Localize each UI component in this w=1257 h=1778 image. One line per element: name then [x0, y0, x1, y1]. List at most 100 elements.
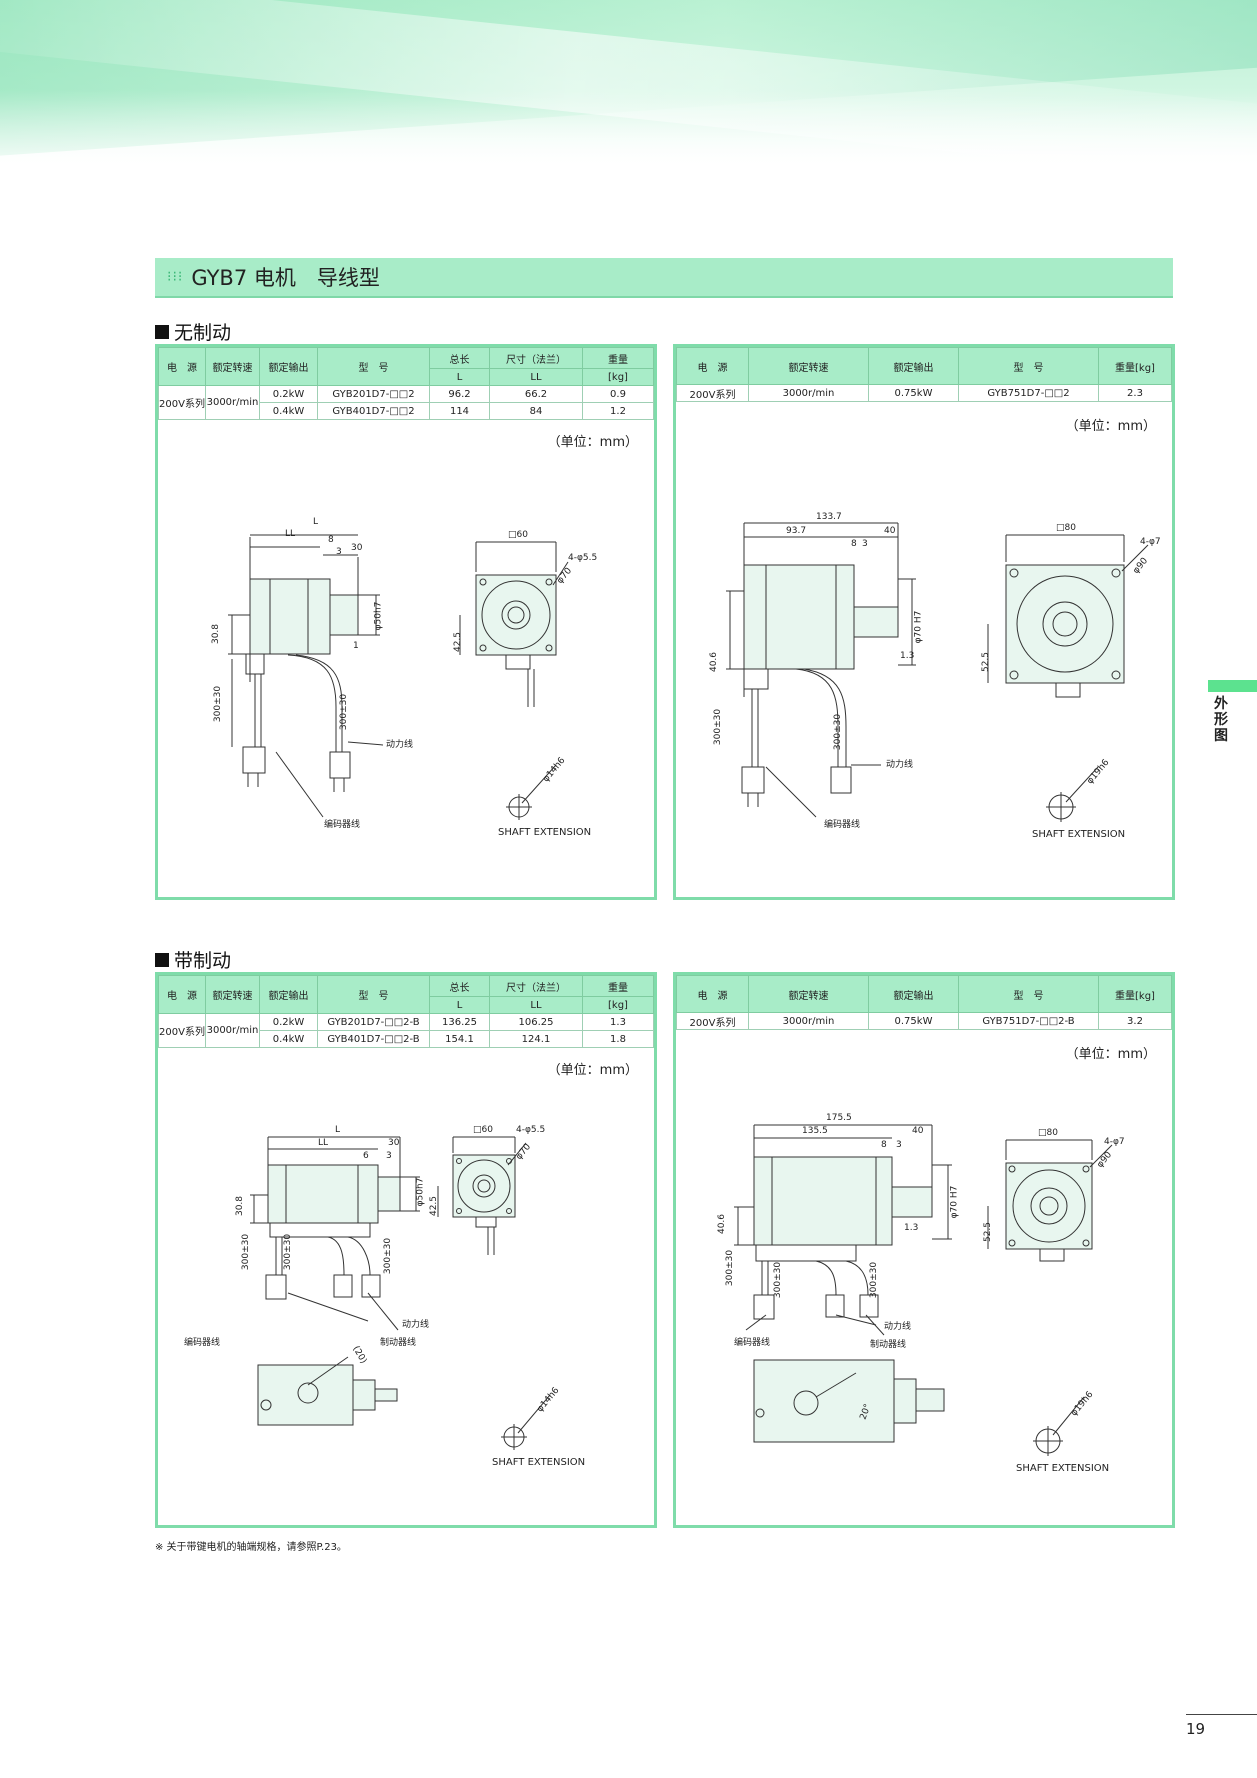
- dim-label: φ70 H7: [913, 610, 924, 644]
- table-row: 0.4kW GYB401D7-□□2-B 154.1 124.1 1.8: [159, 1030, 654, 1048]
- shaft-extension-label: SHAFT EXTENSION: [498, 827, 592, 838]
- dim-label: 4-φ5.5: [568, 553, 598, 563]
- table-cell: 114: [429, 402, 490, 420]
- dim-label: 4-φ7: [1140, 537, 1161, 547]
- table-cell: 200V系列: [676, 384, 749, 402]
- dim-label: 300±30: [773, 1261, 784, 1299]
- panel-large-brake: 电 源 额定转速 额定输出 型 号 重量[kg] 200V系列 3000r/mi…: [673, 972, 1175, 1528]
- panel-small-no-brake: 电 源 额定转速 额定输出 型 号 总长 尺寸（法兰） 重量 L LL [kg]…: [155, 344, 657, 900]
- dots-icon: ⁝⁝⁝: [167, 269, 184, 285]
- dim-label: 135.5: [802, 1126, 828, 1136]
- dim-label: 40: [884, 526, 896, 536]
- dim-label: LL: [318, 1138, 329, 1148]
- table-cell: 3000r/min: [205, 1013, 260, 1048]
- callout-label: 动力线: [386, 740, 414, 750]
- dim-label: 3: [862, 539, 868, 549]
- col-header: 型 号: [317, 347, 430, 386]
- col-header: 型 号: [958, 975, 1099, 1013]
- table-cell: 1.2: [582, 402, 654, 420]
- col-header: 尺寸（法兰）: [489, 975, 583, 997]
- callout-label: 动力线: [402, 1320, 430, 1330]
- dim-label: 300±30: [283, 1233, 294, 1271]
- unit-label: （单位：mm）: [547, 1063, 638, 1078]
- dim-label: 52.5: [981, 651, 992, 673]
- dim-label: L: [335, 1125, 341, 1135]
- col-header: 额定输出: [259, 975, 318, 1014]
- table-cell: 1.8: [582, 1030, 654, 1048]
- callout-label: 动力线: [886, 760, 914, 770]
- col-header: 额定输出: [868, 347, 959, 385]
- table-cell: 200V系列: [676, 1012, 749, 1030]
- section-title-text: 带制动: [174, 950, 232, 972]
- table-row: 0.4kW GYB401D7-□□2 114 84 1.2: [159, 402, 654, 420]
- dim-label: 300±30: [725, 1249, 736, 1287]
- dim-label: 6: [363, 1151, 369, 1161]
- spec-table-large-brake: 电 源 额定转速 额定输出 型 号 重量[kg] 200V系列 3000r/mi…: [676, 975, 1172, 1030]
- callout-label: 编码器线: [734, 1338, 771, 1348]
- section-title-text: 无制动: [174, 322, 232, 344]
- dim-label: 300±30: [869, 1261, 880, 1299]
- drawing-large-no-brake: [726, 522, 1149, 822]
- col-header: 额定转速: [748, 347, 869, 385]
- col-subheader: [kg]: [582, 368, 654, 386]
- callout-label: 制动器线: [380, 1338, 417, 1348]
- callout-label: 编码器线: [824, 820, 861, 830]
- table-cell: 3000r/min: [748, 1012, 869, 1030]
- col-header: 总长: [429, 347, 490, 369]
- table-cell: 124.1: [489, 1030, 583, 1048]
- dim-label: φ70 H7: [949, 1185, 960, 1219]
- col-subheader: L: [429, 996, 490, 1014]
- drawing-small-no-brake: [228, 534, 569, 820]
- dim-label: 300±30: [833, 713, 844, 751]
- footnote: ※ 关于带键电机的轴端规格，请参照P.23。: [155, 1542, 347, 1553]
- col-header: 额定输出: [259, 347, 318, 386]
- col-header: 型 号: [958, 347, 1099, 385]
- dim-label: 1.3: [900, 651, 915, 661]
- table-cell: 0.9: [582, 385, 654, 403]
- dim-label: 4-φ5.5: [516, 1125, 546, 1135]
- panel-large-no-brake: 电 源 额定转速 额定输出 型 号 重量[kg] 200V系列 3000r/mi…: [673, 344, 1175, 900]
- dim-label: 93.7: [786, 526, 807, 536]
- table-cell: GYB201D7-□□2-B: [317, 1013, 430, 1031]
- unit-label: （单位：mm）: [1065, 1047, 1156, 1062]
- table-cell: 136.25: [429, 1013, 490, 1031]
- dim-label: 300±30: [383, 1237, 394, 1275]
- spec-table-small-no-brake: 电 源 额定转速 额定输出 型 号 总长 尺寸（法兰） 重量 L LL [kg]…: [158, 347, 654, 420]
- dim-label: 300±30: [339, 693, 350, 731]
- col-header: 型 号: [317, 975, 430, 1014]
- side-tab-label: 外形图: [1214, 696, 1228, 744]
- col-header: 重量: [582, 347, 654, 369]
- dim-label: 4-φ7: [1104, 1137, 1125, 1147]
- spec-table-small-brake: 电 源 额定转速 额定输出 型 号 总长 尺寸（法兰） 重量 L LL [kg]…: [158, 975, 654, 1048]
- table-cell: 3.2: [1098, 1012, 1172, 1030]
- table-cell: 3000r/min: [205, 385, 260, 420]
- panel-small-brake: 电 源 额定转速 额定输出 型 号 总长 尺寸（法兰） 重量 L LL [kg]…: [155, 972, 657, 1528]
- dim-label: 3: [386, 1151, 392, 1161]
- dim-label: 30.8: [235, 1195, 246, 1217]
- dim-label: 52.5: [983, 1221, 994, 1243]
- col-header: 额定转速: [748, 975, 869, 1013]
- dim-label: 30: [351, 543, 363, 553]
- shaft-extension-label: SHAFT EXTENSION: [1032, 829, 1126, 840]
- dim-label: 42.5: [429, 1195, 440, 1217]
- unit-label: （单位：mm）: [547, 435, 638, 450]
- col-header: 重量[kg]: [1098, 347, 1172, 385]
- square-bullet-icon: [155, 952, 169, 967]
- page-number: 19: [1186, 1720, 1206, 1738]
- callout-label: 编码器线: [324, 820, 361, 830]
- col-header: 电 源: [158, 347, 206, 386]
- table-row: 200V系列 3000r/min 0.75kW GYB751D7-□□2-B 3…: [676, 1012, 1172, 1030]
- dim-label: φ50h7: [373, 601, 384, 631]
- section-title-no-brake: 无制动: [155, 318, 231, 345]
- col-subheader: LL: [489, 368, 583, 386]
- table-cell: 0.2kW: [259, 385, 318, 403]
- spec-table-large-no-brake: 电 源 额定转速 额定输出 型 号 重量[kg] 200V系列 3000r/mi…: [676, 347, 1172, 402]
- table-cell: 96.2: [429, 385, 490, 403]
- table-cell: GYB751D7-□□2: [958, 384, 1099, 402]
- dim-label: 300±30: [241, 1233, 252, 1271]
- callout-label: 制动器线: [870, 1340, 907, 1350]
- dim-label: 30.8: [211, 623, 222, 645]
- table-cell: GYB401D7-□□2-B: [317, 1030, 430, 1048]
- dim-label: □80: [1056, 523, 1076, 533]
- page-number-rule: [1186, 1714, 1257, 1715]
